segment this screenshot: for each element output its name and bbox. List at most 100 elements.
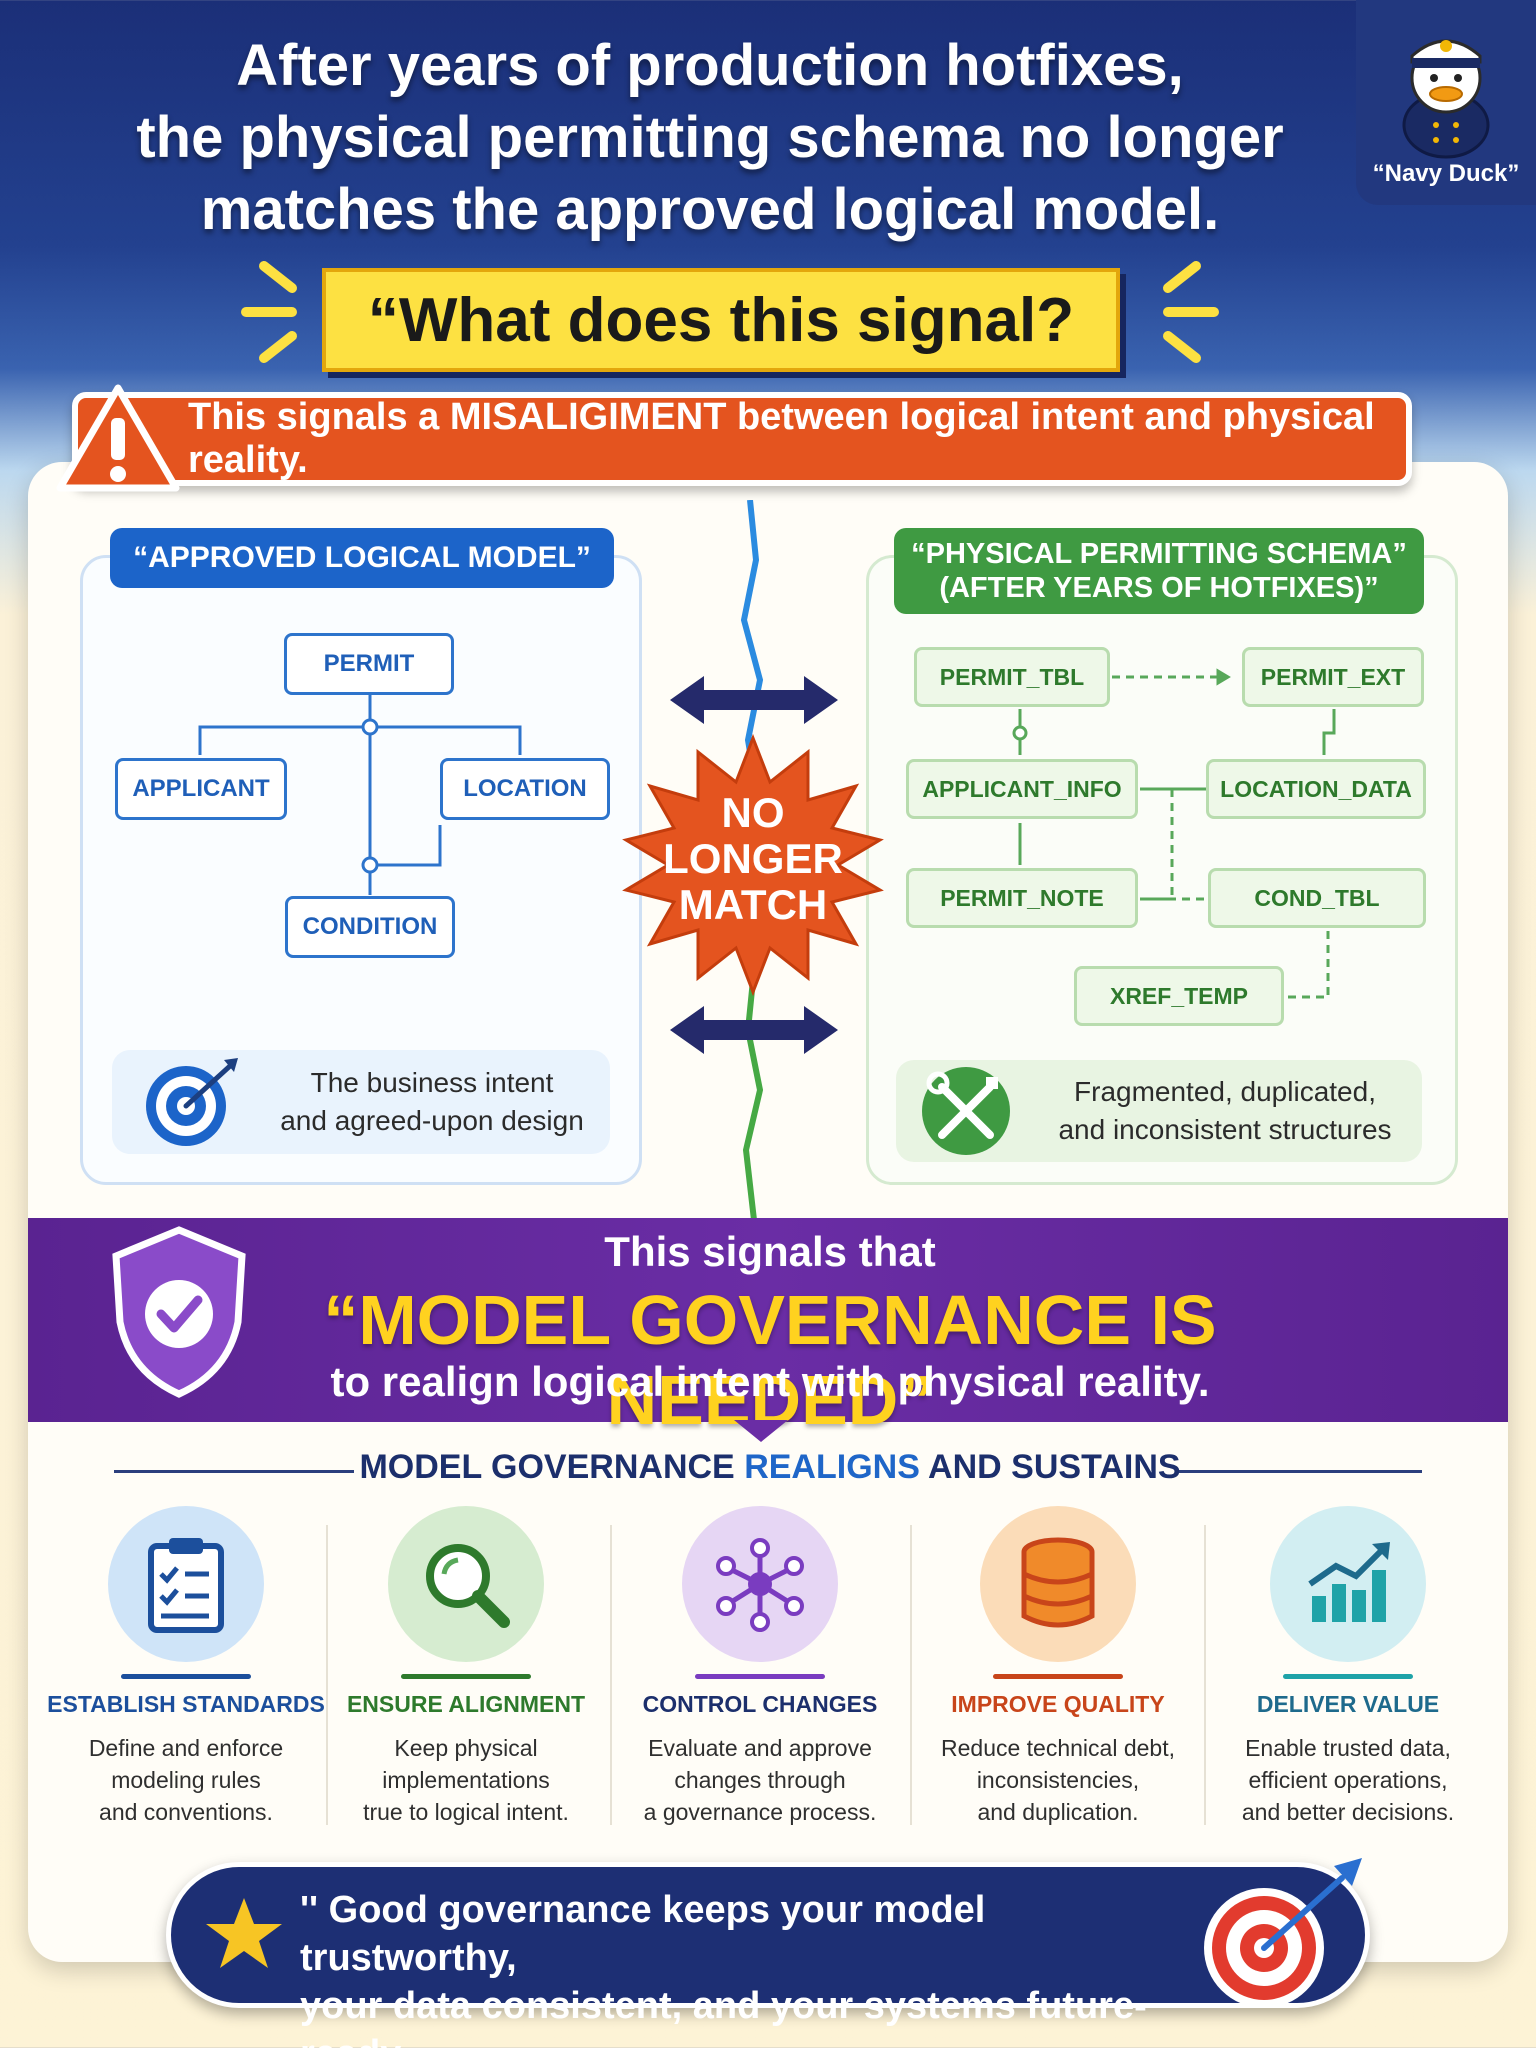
pillar-establish-standards: ESTABLISH STANDARDS Define and enforce m… <box>42 1506 330 1828</box>
section-heading: MODEL GOVERNANCE REALIGNS AND SUSTAINS <box>340 1448 1200 1487</box>
pillar-desc-line: and better decisions. <box>1241 1799 1455 1825</box>
pillar-icon-circle <box>980 1506 1136 1662</box>
banner-pointer <box>734 1420 788 1442</box>
navy-duck-icon <box>1402 39 1490 159</box>
pillar-underline <box>993 1674 1123 1679</box>
node-condition: CONDITION <box>285 896 455 958</box>
pillar-desc-line: implementations <box>382 1767 550 1793</box>
pillar-separator <box>1204 1525 1206 1825</box>
section-heading-part-1: MODEL GOVERNANCE <box>359 1448 745 1486</box>
pillar-icon-circle <box>1270 1506 1426 1662</box>
pillar-desc-line: and conventions. <box>99 1799 273 1825</box>
pillar-desc-line: Evaluate and approve <box>648 1735 872 1761</box>
node-permit-ext: PERMIT_EXT <box>1242 647 1424 707</box>
pillar-icon-circle <box>388 1506 544 1662</box>
double-arrow-top-icon <box>670 676 838 724</box>
node-applicant: APPLICANT <box>115 758 287 820</box>
pillar-separator <box>910 1525 912 1825</box>
magnifier-icon <box>426 1544 510 1628</box>
question-banner: “What does this signal? <box>322 268 1120 372</box>
pillar-icon-circle <box>682 1506 838 1662</box>
mascot-label: “Navy Duck” <box>1372 160 1520 187</box>
pillar-description: Evaluate and approve changes through a g… <box>616 1732 904 1828</box>
pillar-icon-circle <box>108 1506 264 1662</box>
shield-check-icon <box>112 1226 246 1398</box>
pillar-title: DELIVER VALUE <box>1256 1691 1440 1717</box>
pillar-desc-line: inconsistencies, <box>976 1767 1140 1793</box>
headline-line-1: After years of production hotfixes, <box>236 33 1184 98</box>
double-arrow-bottom-icon <box>670 1006 838 1054</box>
attention-rays-icon <box>241 261 1219 363</box>
database-icon <box>1021 1537 1095 1628</box>
pillar-control-changes: CONTROL CHANGES Evaluate and approve cha… <box>616 1506 904 1828</box>
footer-line-2: your data consistent, and your systems f… <box>300 1985 1147 2048</box>
governance-line-1: This signals that <box>604 1228 936 1275</box>
pillar-desc-line: a governance process. <box>643 1799 877 1825</box>
pillar-desc-line: efficient operations, <box>1248 1767 1448 1793</box>
pillar-desc-line: Keep physical <box>394 1735 538 1761</box>
pillar-underline <box>401 1674 531 1679</box>
pillar-desc-line: Enable trusted data, <box>1245 1735 1451 1761</box>
governance-banner <box>28 1218 1508 1422</box>
mismatch-burst-badge <box>622 733 884 997</box>
pillar-title: IMPROVE QUALITY <box>951 1691 1165 1717</box>
physical-schema-description: Fragmented, duplicated, and inconsistent… <box>896 1060 1422 1162</box>
alert-text: This signals a MISALIGIMENT between logi… <box>188 396 1375 481</box>
warning-icon <box>56 384 180 492</box>
logical-model-connectors <box>198 695 522 895</box>
navy-duck-mascot <box>1356 0 1536 205</box>
governance-line-3: to realign logical intent with physical … <box>330 1358 1210 1405</box>
target-icon <box>146 1058 238 1146</box>
pillar-description: Keep physical implementations true to lo… <box>322 1732 610 1828</box>
pillar-ensure-alignment: ENSURE ALIGNMENT Keep physical implement… <box>322 1506 610 1828</box>
network-hub-icon <box>716 1538 804 1632</box>
pillar-underline <box>121 1674 251 1679</box>
wrench-screwdriver-icon <box>922 1067 1010 1155</box>
pillar-description: Enable trusted data, efficient operation… <box>1204 1732 1492 1828</box>
pillar-title: ESTABLISH STANDARDS <box>47 1691 325 1717</box>
node-permit-tbl: PERMIT_TBL <box>914 647 1110 707</box>
mismatch-badge-text: NO LONGER MATCH <box>640 790 866 928</box>
footer-line-1: '' Good governance keeps your model trus… <box>300 1889 986 1979</box>
footer-quote-bar <box>166 1862 1370 2008</box>
growth-chart-icon <box>1308 1542 1390 1622</box>
physical-schema-title: “PHYSICAL PERMITTING SCHEMA” (AFTER YEAR… <box>894 528 1424 614</box>
pillar-desc-line: modeling rules <box>111 1767 261 1793</box>
pillar-separator <box>326 1525 328 1825</box>
pillar-deliver-value: DELIVER VALUE Enable trusted data, effic… <box>1204 1506 1492 1828</box>
pillar-desc-line: true to logical intent. <box>363 1799 569 1825</box>
physical-schema-connectors <box>1012 668 1336 999</box>
node-permit-note: PERMIT_NOTE <box>906 868 1138 928</box>
star-icon <box>206 1898 282 1968</box>
pillar-title: ENSURE ALIGNMENT <box>346 1691 586 1717</box>
mismatch-line-3: MATCH <box>678 881 828 928</box>
logical-model-title: “APPROVED LOGICAL MODEL” <box>110 528 614 588</box>
physical-desc-line-2: and inconsistent structures <box>1058 1114 1392 1145</box>
footer-quote: '' Good governance keeps your model trus… <box>300 1886 1200 2048</box>
logical-desc-line-1: The business intent <box>310 1067 554 1098</box>
node-cond-tbl: COND_TBL <box>1208 868 1426 928</box>
physical-title-line-2: (AFTER YEARS OF HOTFIXES)” <box>939 572 1379 604</box>
headline-line-3: matches the approved logical model. <box>200 177 1220 242</box>
clipboard-checklist-icon <box>148 1538 224 1633</box>
pillar-underline <box>1283 1674 1413 1679</box>
logical-desc-line-2: and agreed-upon design <box>280 1105 584 1136</box>
pillar-underline <box>695 1674 825 1679</box>
question-text: “What does this signal? <box>367 285 1075 355</box>
heading-rule-right <box>1176 1470 1422 1473</box>
node-location-data: LOCATION_DATA <box>1206 759 1426 819</box>
pillar-desc-line: changes through <box>674 1767 846 1793</box>
headline: After years of production hotfixes, the … <box>60 30 1360 246</box>
pillar-separator <box>610 1525 612 1825</box>
node-location: LOCATION <box>440 758 610 820</box>
logical-model-description: The business intent and agreed-upon desi… <box>112 1050 610 1154</box>
node-applicant-info: APPLICANT_INFO <box>906 759 1138 819</box>
pillar-title: CONTROL CHANGES <box>642 1691 878 1717</box>
pillar-improve-quality: IMPROVE QUALITY Reduce technical debt, i… <box>914 1506 1202 1828</box>
pillar-description: Define and enforce modeling rules and co… <box>42 1732 330 1828</box>
heading-rule-left <box>114 1470 354 1473</box>
pillar-description: Reduce technical debt, inconsistencies, … <box>914 1732 1202 1828</box>
physical-desc-line-1: Fragmented, duplicated, <box>1074 1076 1376 1107</box>
section-heading-part-2: AND SUSTAINS <box>919 1448 1181 1486</box>
node-permit: PERMIT <box>284 633 454 695</box>
